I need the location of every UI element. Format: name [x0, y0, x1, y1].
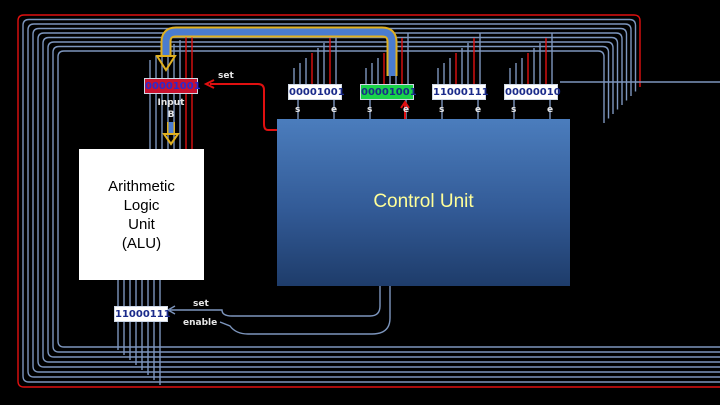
outer-bus-loop [47, 41, 720, 358]
accumulator-enable-label: enable [183, 318, 218, 328]
input-b-label: Input B [157, 98, 185, 120]
register-2-enable-label: e [403, 105, 410, 115]
register-1-enable-label: e [331, 105, 338, 115]
register-3-enable-label: e [475, 105, 482, 115]
accumulator-set-line [170, 286, 381, 317]
outer-bus-loop [22, 18, 720, 383]
accumulator-register: 11000111 [114, 306, 171, 322]
outer-bus-loop [27, 23, 720, 378]
alu-label: Arithmetic Logic Unit (ALU) [108, 177, 175, 252]
register-2-enable-arrowhead [400, 100, 410, 109]
outer-bus-loop [42, 36, 720, 363]
input-b-register: 00001001 [144, 78, 201, 94]
input-b-set-arrowhead [203, 79, 215, 89]
data-flow-arrow [162, 28, 396, 76]
register-4: 00000010 [504, 84, 561, 100]
alu-block: Arithmetic Logic Unit (ALU) [79, 149, 204, 280]
outer-bus-loop [57, 50, 720, 348]
register-4-set-label: s [511, 105, 517, 115]
register-1: 00001001 [288, 84, 345, 100]
register-3-set-label: s [439, 105, 445, 115]
accumulator-enable-line [219, 286, 391, 335]
outer-bus-loop [17, 14, 720, 388]
control-unit-block: Control Unit [277, 119, 570, 286]
outer-bus-loop [52, 45, 720, 353]
accumulator-set-arrowhead [166, 305, 176, 315]
register-2: 00001001 [360, 84, 417, 100]
register-2-set-label: s [367, 105, 373, 115]
input-b-flow-arrowhead [162, 133, 180, 146]
register-3: 11000111 [432, 84, 489, 100]
outer-bus-loop [37, 32, 720, 368]
data-flow-arrow-outline [160, 26, 398, 76]
accumulator-set-label: set [193, 299, 209, 309]
outer-bus-loop [32, 27, 720, 373]
input-b-set-label: set [218, 71, 234, 81]
register-1-set-label: s [295, 105, 301, 115]
control-unit-label: Control Unit [373, 190, 474, 212]
register-4-enable-label: e [547, 105, 554, 115]
data-flow-arrowhead [155, 55, 177, 72]
input-b-set-line [210, 83, 277, 131]
